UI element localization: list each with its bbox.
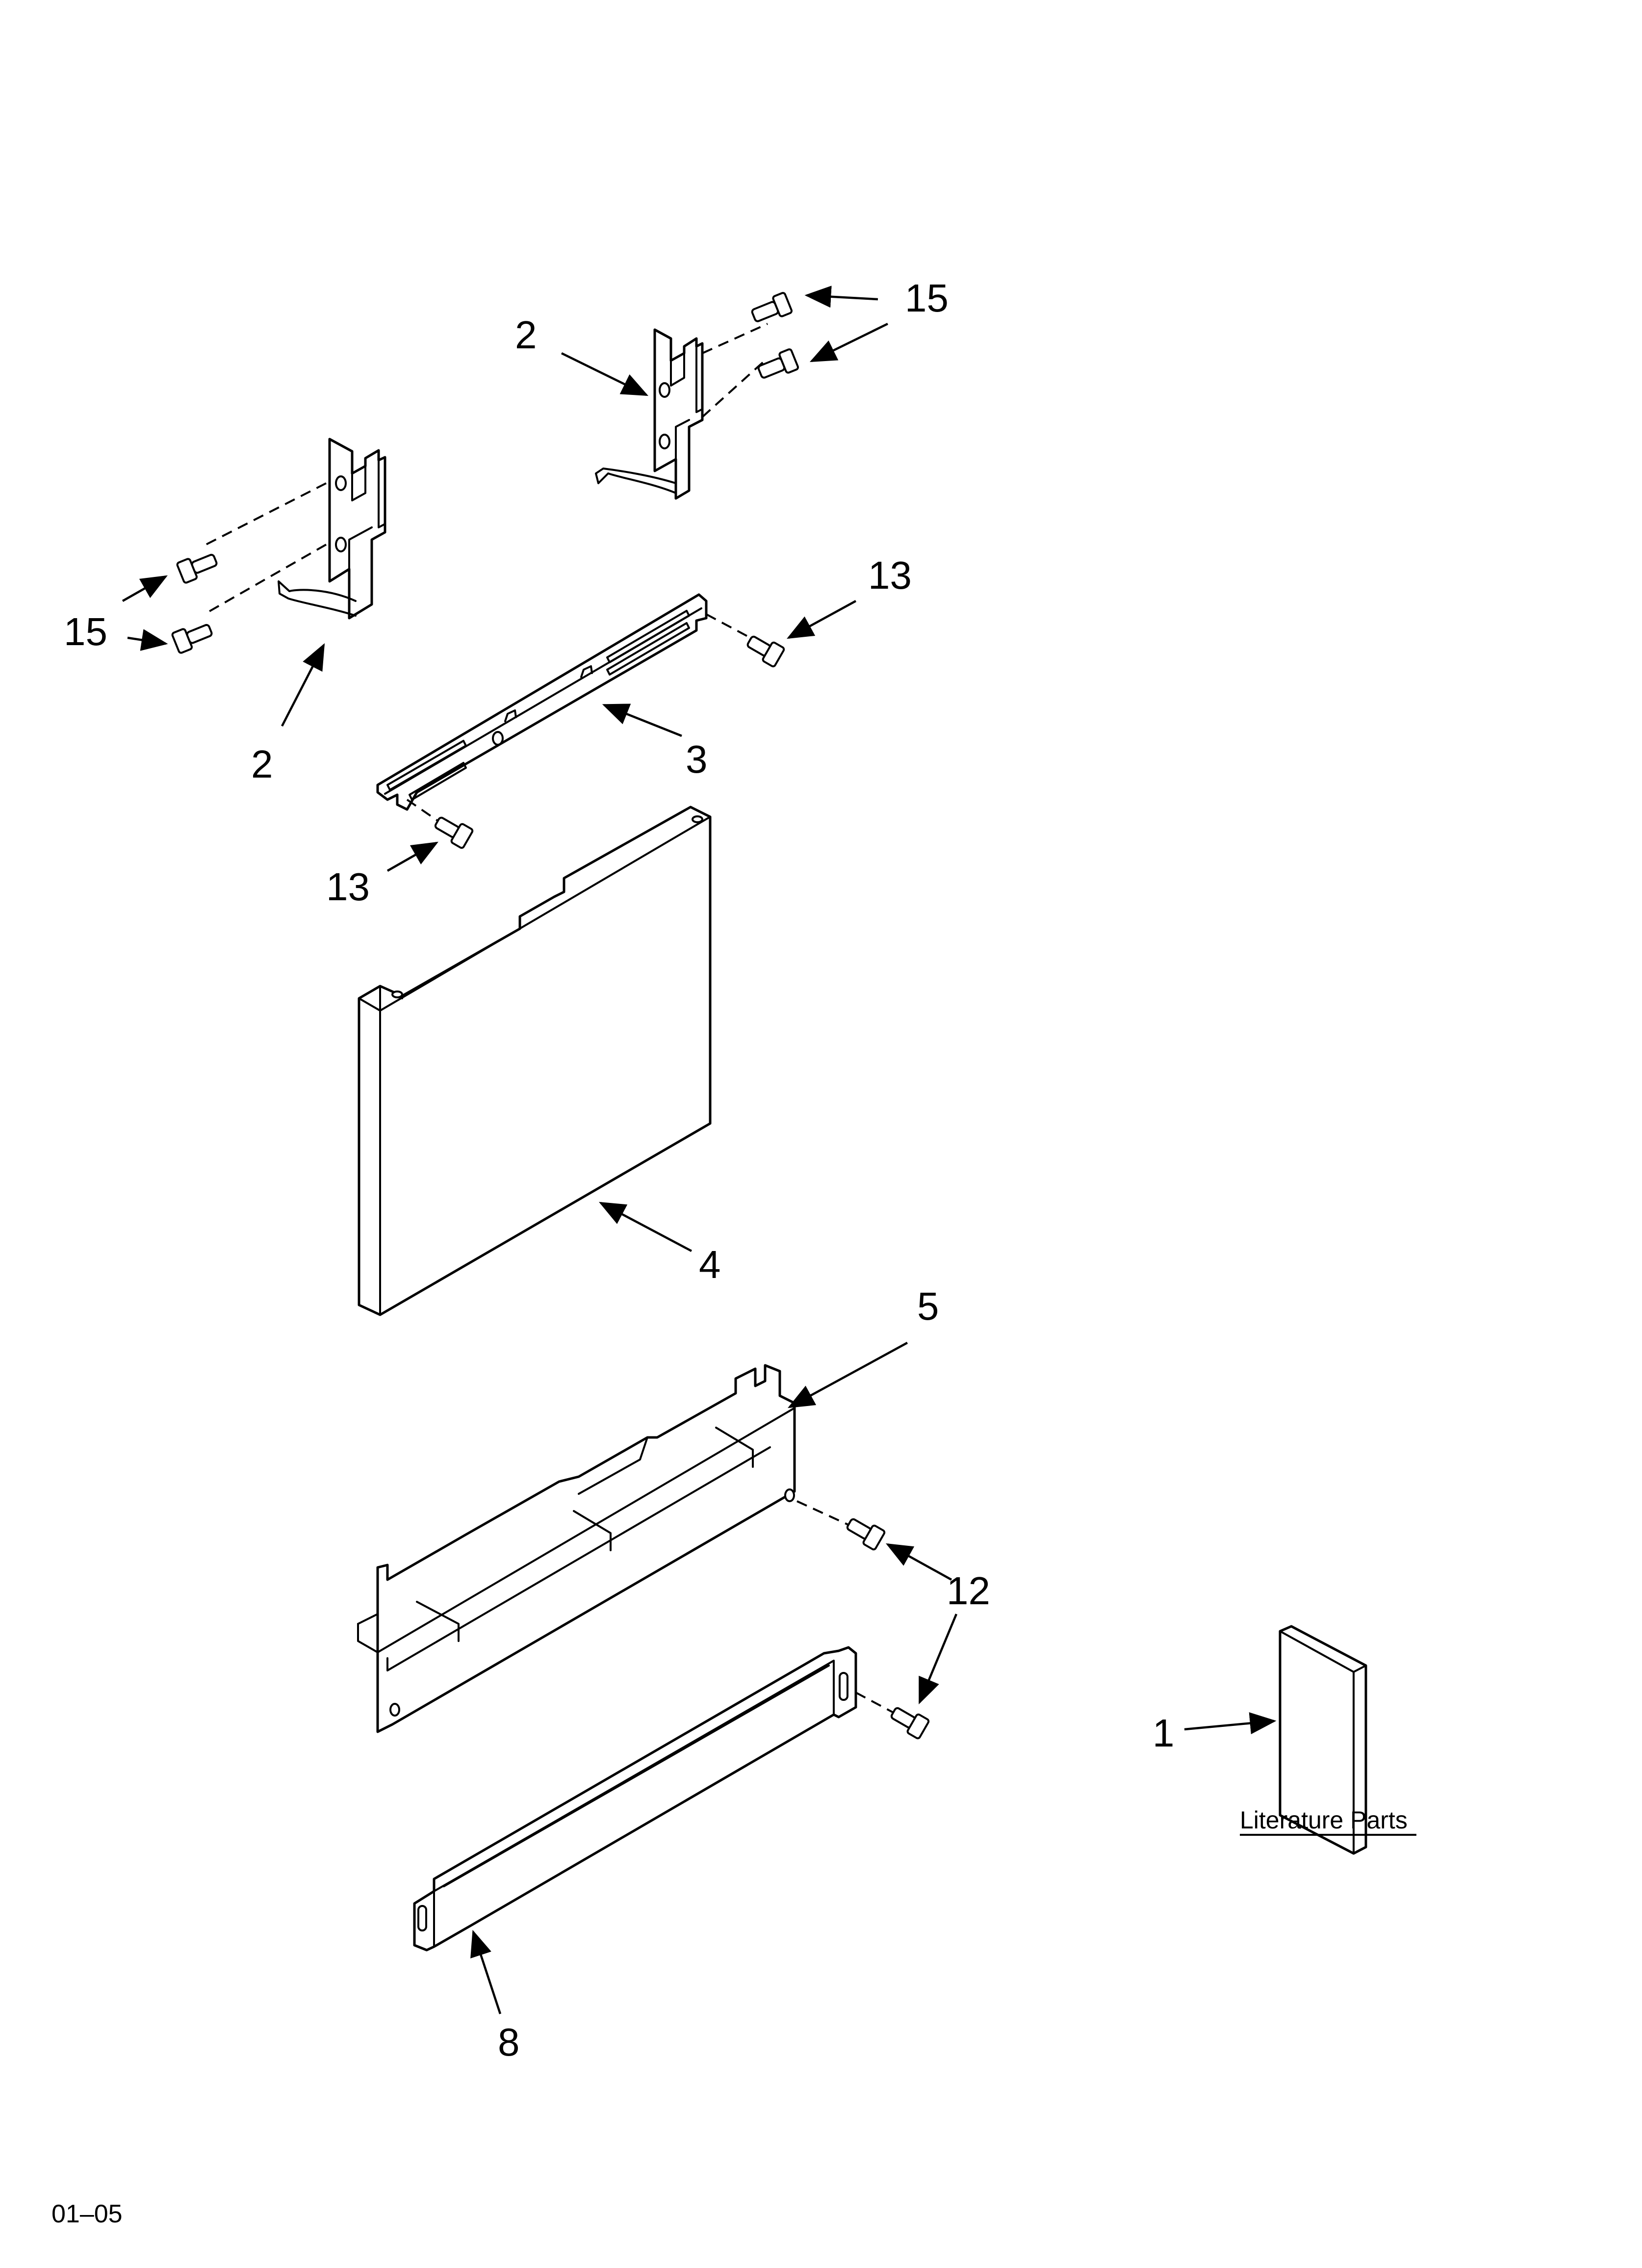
screw-12-upper (846, 1518, 886, 1551)
screw-path-line (702, 323, 768, 354)
screw-15-top (751, 292, 793, 322)
callout-1: 1 (1153, 1711, 1175, 1755)
screw-12-lower (890, 1707, 930, 1740)
screw-15-second (757, 348, 799, 379)
leader-2-top (561, 352, 649, 396)
leader-8 (470, 1929, 502, 2014)
screw-15-left-upper (176, 553, 218, 584)
screw-path-line (701, 357, 769, 418)
leader-2-left (281, 643, 325, 727)
literature-parts-label: Literature Parts (1240, 1806, 1408, 1834)
screw-path-line (706, 613, 751, 639)
toe-panel-extension (413, 1646, 857, 1952)
leader-12-lower (918, 1614, 958, 1705)
callout-8: 8 (498, 2020, 520, 2064)
leader-3 (602, 704, 682, 737)
callout-13-left: 13 (326, 865, 370, 909)
door-hinge-bracket-right (595, 328, 704, 500)
callout-2-bottom-left: 2 (251, 742, 273, 786)
leader-15-left-lower (127, 629, 168, 651)
callout-13-right: 13 (868, 553, 912, 597)
leader-13-left (386, 841, 438, 872)
leader-15-top (804, 286, 878, 308)
leader-15-second (809, 322, 888, 363)
leader-5 (788, 1342, 908, 1408)
leader-1 (1184, 1712, 1277, 1734)
callout-2-top: 2 (515, 313, 537, 357)
door-mounting-rail (376, 593, 708, 811)
callout-15-top-right: 15 (905, 276, 949, 320)
literature-booklet (1279, 1625, 1367, 1855)
leader-4 (599, 1201, 693, 1252)
callout-15-left: 15 (64, 610, 107, 653)
screw-13-right (746, 635, 785, 668)
callout-5: 5 (917, 1284, 939, 1328)
screw-path-line (796, 1500, 856, 1529)
leader-15-left-upper (122, 575, 168, 602)
callout-12: 12 (947, 1569, 990, 1613)
leader-13-right (787, 600, 857, 639)
screw-13-left (434, 816, 474, 849)
callout-4: 4 (699, 1243, 721, 1286)
screw-15-left-lower (171, 624, 213, 654)
screw-path-line (205, 482, 327, 546)
door-hinge-bracket-left (278, 438, 386, 620)
toe-panel (357, 1364, 796, 1733)
screw-path-line (205, 544, 327, 614)
door-panel (358, 806, 712, 1316)
callout-3: 3 (686, 737, 708, 781)
leader-12-upper (886, 1543, 952, 1581)
page-code: 01–05 (51, 2200, 123, 2228)
